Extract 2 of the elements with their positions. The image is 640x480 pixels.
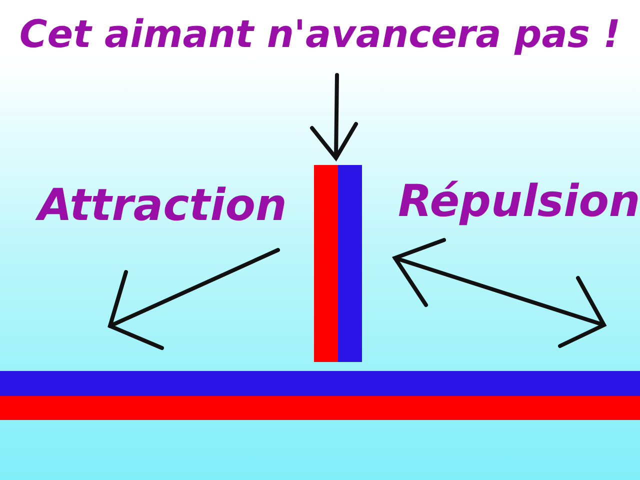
force-label: Répulsion bbox=[398, 176, 640, 227]
title: Cet aimant n'avancera pas ! bbox=[18, 12, 622, 56]
